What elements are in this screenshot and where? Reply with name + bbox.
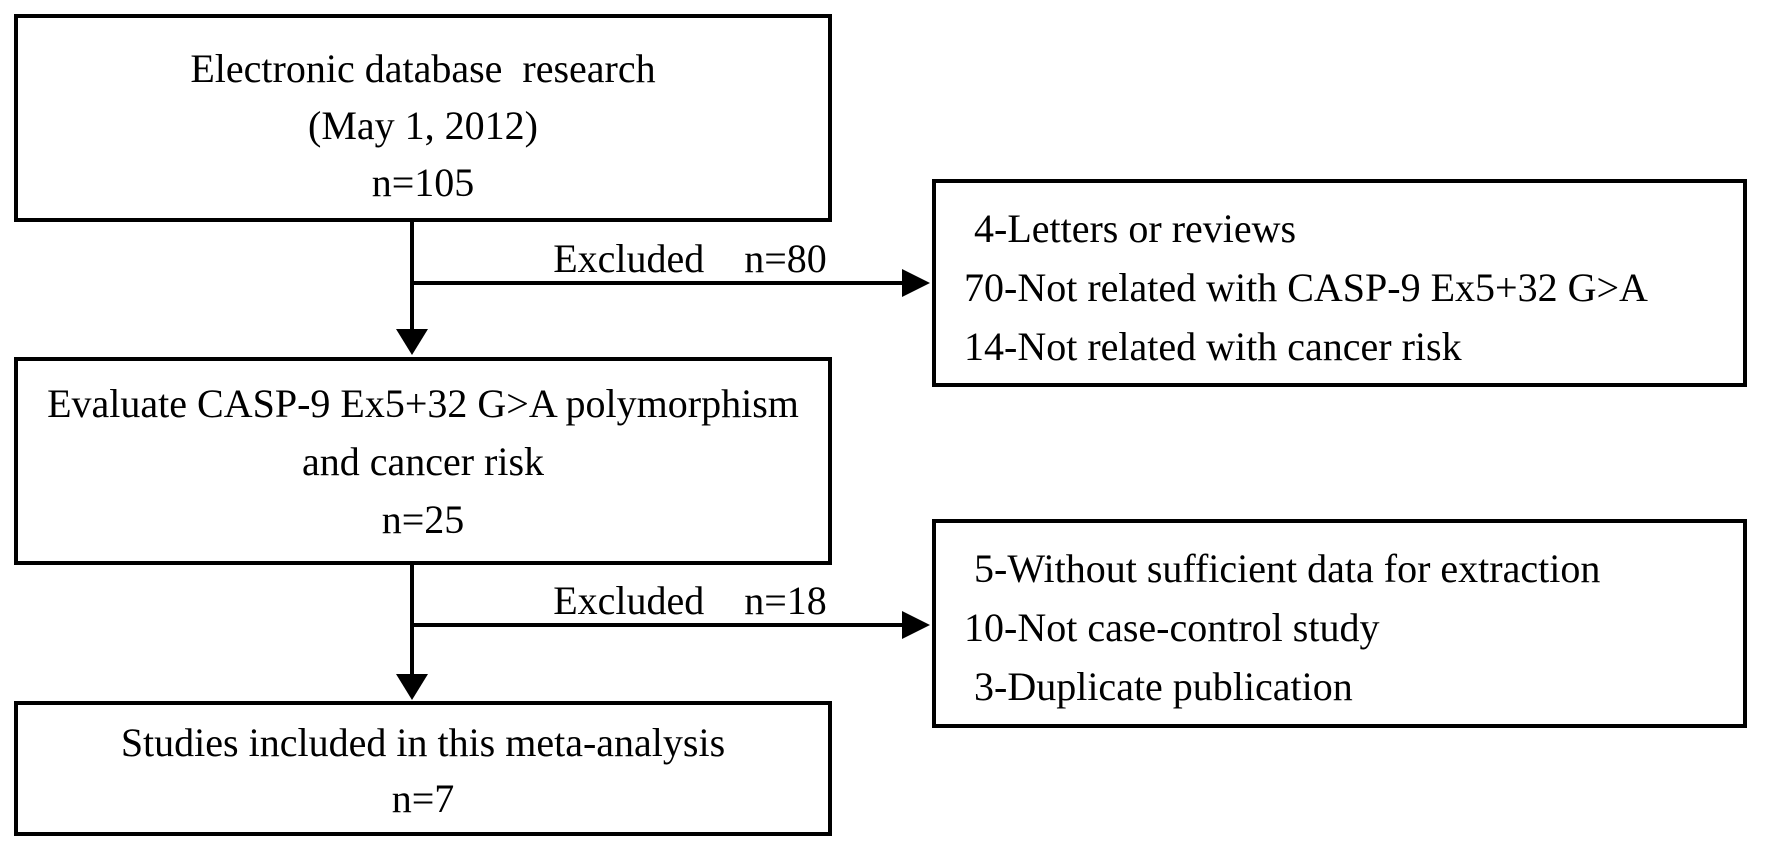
search-box-line-2: (May 1, 2012) <box>308 103 538 148</box>
evaluate-box: Evaluate CASP-9 Ex5+32 G>A polymorphism … <box>14 357 832 565</box>
excluded-label-2: Excluded n=18 <box>553 578 827 623</box>
search-box-count: n=105 <box>371 160 475 205</box>
evaluate-box-line-1: Evaluate CASP-9 Ex5+32 G>A polymorphism <box>47 381 799 426</box>
excluded-1-reason-2: 70-Not related with CASP-9 Ex5+32 G>A <box>964 265 1648 310</box>
included-box-line-1: Studies included in this meta-analysis <box>120 720 726 765</box>
evaluate-box-count: n=25 <box>381 497 465 542</box>
included-box-count: n=7 <box>391 776 455 821</box>
down-arrow-line-1 <box>410 222 414 334</box>
evaluate-box-line-2: and cancer risk <box>301 439 545 484</box>
excluded-1-reason-1: 4-Letters or reviews <box>964 206 1297 251</box>
search-box-line-1: Electronic database research <box>190 46 656 91</box>
excluded-2-reason-2: 10-Not case-control study <box>964 605 1380 650</box>
excluded-2-reason-1: 5-Without sufficient data for extraction <box>964 546 1601 591</box>
right-arrow-line-2 <box>412 623 904 627</box>
excluded-reasons-box-1: 4-Letters or reviews 70-Not related with… <box>932 179 1747 387</box>
excluded-2-reason-3: 3-Duplicate publication <box>964 664 1353 709</box>
excluded-label-1: Excluded n=80 <box>553 236 827 281</box>
right-arrow-line-1 <box>412 281 904 285</box>
right-arrowhead-icon-1 <box>902 269 930 297</box>
right-arrowhead-icon-2 <box>902 611 930 639</box>
down-arrow-line-2 <box>410 565 414 679</box>
down-arrowhead-icon-2 <box>396 674 428 700</box>
down-arrowhead-icon-1 <box>396 329 428 355</box>
search-box: Electronic database research (May 1, 201… <box>14 14 832 222</box>
included-box: Studies included in this meta-analysis n… <box>14 701 832 836</box>
excluded-1-reason-3: 14-Not related with cancer risk <box>964 324 1462 369</box>
excluded-reasons-box-2: 5-Without sufficient data for extraction… <box>932 519 1747 728</box>
